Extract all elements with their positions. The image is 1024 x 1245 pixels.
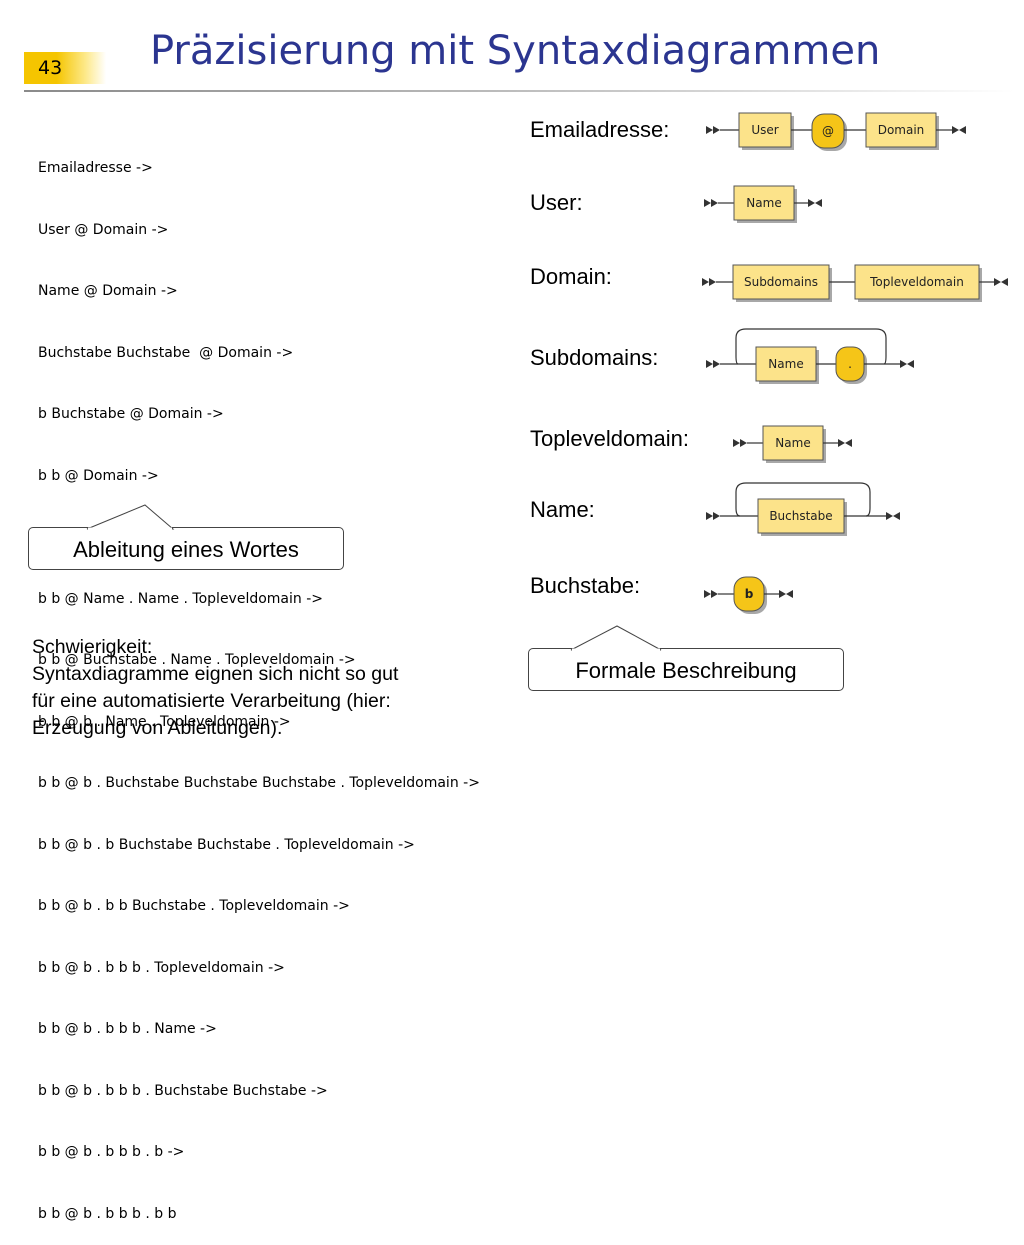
- derivation-line: b b @ Domain ->: [38, 467, 159, 484]
- nonterminal-topleveldomain-label: Topleveldomain: [869, 275, 964, 289]
- terminal-at: [811, 113, 845, 149]
- nonterminal-name-label: Name: [768, 357, 803, 371]
- derivation-line: b b @ b . Name . Topleveldomain ->: [38, 713, 291, 730]
- nonterminal-buchstabe-label: Buchstabe: [769, 509, 832, 523]
- terminal-b-label: b: [745, 587, 754, 601]
- nonterminal-subdomains-label: Subdomains: [744, 275, 818, 289]
- difficulty-note: Schwierigkeit: Syntaxdiagramme eignen si…: [32, 634, 398, 742]
- callout-derivation-label: Ableitung eines Wortes: [73, 537, 299, 562]
- nonterminal-domain: [865, 112, 937, 148]
- nonterminal-user: [738, 112, 792, 148]
- derivation-line: b b @ b . b b b . Buchstabe Buchstabe ->: [38, 1082, 328, 1099]
- rule-label-domain: Domain:: [530, 264, 612, 289]
- derivation-line: b b @ b . b b b . b b: [38, 1205, 177, 1222]
- derivation-line: b b @ Buchstabe . Name . Topleveldomain …: [38, 652, 356, 668]
- rule-label-subdomains: Subdomains:: [530, 345, 659, 370]
- derivation-line: b Buchstabe @ Domain ->: [38, 406, 224, 422]
- derivation-line: b b @ b . b b b . b ->: [38, 1144, 185, 1160]
- syntax-diagrams: User @ Domain Name Subdomains Topleveldo…: [702, 112, 1008, 614]
- rule-label-name: Name:: [530, 497, 595, 522]
- diagram-subdomains: Name .: [706, 328, 914, 384]
- difficulty-line: Erzeugung von Ableitungen).: [32, 717, 283, 739]
- callout-derivation: Ableitung eines Wortes: [28, 504, 344, 570]
- derivation-line: b b @ b . b b b . Topleveldomain ->: [38, 959, 285, 976]
- callout-formal-label: Formale Beschreibung: [575, 658, 797, 683]
- diagram-name: Buchstabe: [706, 482, 900, 536]
- derivation-line: b b @ b . b Buchstabe Buchstabe . Toplev…: [38, 836, 415, 853]
- difficulty-heading: Schwierigkeit:: [32, 636, 153, 658]
- derivation-line: b b @ b . b b b . Name ->: [38, 1021, 217, 1037]
- rule-label-user: User:: [530, 190, 583, 215]
- repeat-loop: [735, 482, 871, 517]
- derivation-line: Buchstabe Buchstabe @ Domain ->: [38, 344, 294, 361]
- terminal-dot-label: .: [848, 357, 852, 371]
- nonterminal-user-label: User: [751, 123, 778, 137]
- nonterminal-name: [755, 346, 817, 382]
- difficulty-line: Syntaxdiagramme eignen sich nicht so gut: [32, 663, 399, 685]
- nonterminal-subdomains: [732, 264, 830, 300]
- nonterminal-name: [762, 425, 824, 461]
- repeat-loop: [735, 328, 887, 365]
- derivation-line: Name @ Domain ->: [38, 283, 178, 299]
- slide-title: Präzisierung mit Syntaxdiagrammen: [150, 28, 881, 74]
- rule-label-topleveldomain: Topleveldomain:: [530, 426, 689, 451]
- diagram-user: Name: [704, 185, 822, 223]
- derivation-line: User @ Domain ->: [38, 221, 169, 238]
- diagram-topleveldomain: Name: [733, 425, 852, 463]
- nonterminal-domain-label: Domain: [878, 123, 925, 137]
- derivation-line: Emailadresse ->: [38, 160, 153, 176]
- title-divider: [24, 90, 1014, 92]
- nonterminal-name-label: Name: [746, 196, 781, 210]
- nonterminal-name-label: Name: [775, 436, 810, 450]
- derivation-line: b b @ b . b b Buchstabe . Topleveldomain…: [38, 898, 350, 914]
- terminal-at-label: @: [822, 124, 834, 138]
- nonterminal-topleveldomain: [854, 264, 980, 300]
- callout-pointer: [86, 504, 175, 531]
- callout-formal: Formale Beschreibung: [528, 625, 844, 691]
- derivation-line: b b @ b . Buchstabe Buchstabe Buchstabe …: [38, 775, 480, 791]
- rule-label-buchstabe: Buchstabe:: [530, 573, 641, 598]
- derivation-line: b b @ Name . Name . Topleveldomain ->: [38, 590, 324, 607]
- diagram-buchstabe: b: [704, 576, 793, 614]
- slide-number: 43: [24, 52, 106, 84]
- diagram-emailadresse: User @ Domain: [706, 112, 966, 151]
- callout-pointer: [570, 625, 662, 652]
- rule-label-emailadresse: Emailadresse:: [530, 117, 670, 142]
- difficulty-line: für eine automatisierte Verarbeitung (hi…: [32, 690, 391, 712]
- diagram-domain: Subdomains Topleveldomain: [702, 264, 1008, 302]
